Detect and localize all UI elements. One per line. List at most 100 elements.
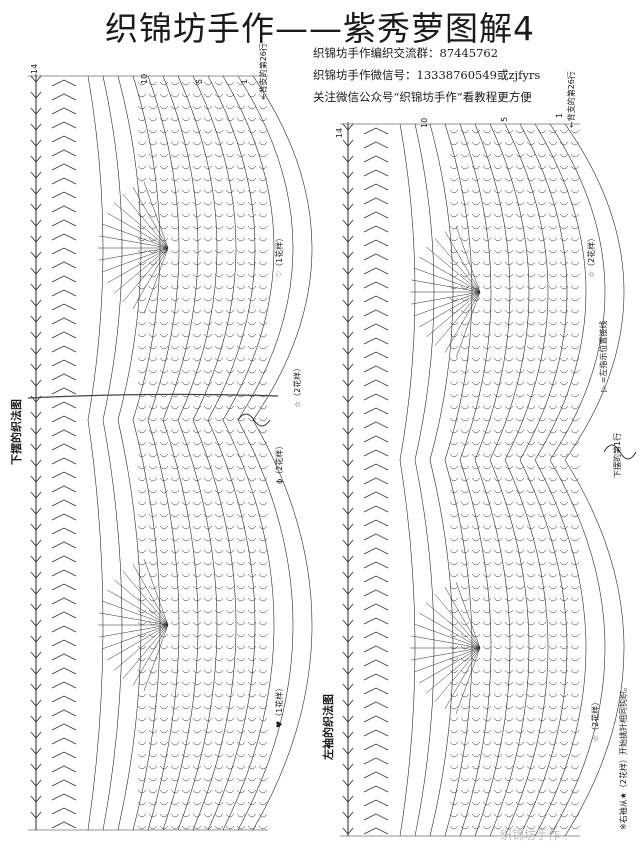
mesh-loop xyxy=(460,729,470,734)
edge-fan-stitch xyxy=(342,154,354,163)
mesh-loop xyxy=(247,129,257,134)
edge-fan-stitch xyxy=(342,250,354,259)
mesh-loop xyxy=(258,213,268,218)
arch-line xyxy=(177,75,218,421)
mesh-loop xyxy=(570,345,580,350)
mesh-loop xyxy=(159,141,169,146)
mesh-loop xyxy=(137,261,147,266)
mesh-loop xyxy=(148,201,158,206)
mesh-loop xyxy=(559,141,569,146)
fan-ray xyxy=(455,582,481,649)
mesh-loop xyxy=(548,765,558,770)
mesh-loop xyxy=(559,189,569,194)
right-col-number-5: 5 xyxy=(500,116,509,122)
mesh-loop xyxy=(526,249,536,254)
mesh-loop xyxy=(137,129,147,134)
fan-stitch xyxy=(51,415,77,423)
mesh-loop xyxy=(137,705,147,710)
mesh-loop xyxy=(236,477,246,482)
mesh-loop xyxy=(504,261,514,266)
mesh-loop xyxy=(214,417,224,422)
mesh-loop xyxy=(460,609,470,614)
mesh-loop xyxy=(482,321,492,326)
mesh-loop xyxy=(515,429,525,434)
fan-stitch xyxy=(363,743,389,751)
mesh-loop xyxy=(258,765,268,770)
mesh-loop xyxy=(449,537,459,542)
mesh-loop xyxy=(137,681,147,686)
mesh-loop xyxy=(526,213,536,218)
mesh-loop xyxy=(247,309,257,314)
mesh-loop xyxy=(570,705,580,710)
mesh-loop xyxy=(247,633,257,638)
mesh-loop xyxy=(258,813,268,818)
mesh-loop xyxy=(471,357,481,362)
mesh-loop xyxy=(170,153,180,158)
mesh-loop xyxy=(493,585,503,590)
mesh-loop xyxy=(504,297,514,302)
fan-stitch xyxy=(363,659,389,667)
mesh-loop xyxy=(203,117,213,122)
mesh-loop xyxy=(493,201,503,206)
fan-stitch xyxy=(51,205,77,213)
mesh-loop xyxy=(570,801,580,806)
mesh-loop xyxy=(192,285,202,290)
mesh-loop xyxy=(493,321,503,326)
mesh-loop xyxy=(504,285,514,290)
mesh-loop xyxy=(526,525,536,530)
mesh-loop xyxy=(170,237,180,242)
mesh-loop xyxy=(493,273,503,278)
mesh-loop xyxy=(482,633,492,638)
mesh-loop xyxy=(559,441,569,446)
mesh-loop xyxy=(236,333,246,338)
page-title: 织锦坊手作——紫秀萝图解4 xyxy=(105,9,535,48)
mesh-loop xyxy=(471,813,481,818)
mesh-loop xyxy=(460,417,470,422)
mesh-loop xyxy=(449,513,459,518)
fan-stitch xyxy=(51,317,77,325)
mesh-loop xyxy=(258,609,268,614)
mesh-loop xyxy=(214,105,224,110)
mesh-loop xyxy=(258,825,268,830)
mesh-loop xyxy=(203,765,213,770)
mesh-loop xyxy=(181,225,191,230)
mesh-loop xyxy=(192,633,202,638)
fan-stitch xyxy=(51,261,77,269)
mesh-loop xyxy=(570,717,580,722)
mesh-loop xyxy=(236,597,246,602)
fan-ray xyxy=(434,594,481,649)
mesh-loop xyxy=(559,573,569,578)
mesh-loop xyxy=(526,393,536,398)
mesh-loop xyxy=(181,213,191,218)
mesh-loop xyxy=(203,801,213,806)
mesh-loop xyxy=(504,561,514,566)
mesh-loop xyxy=(537,165,547,170)
mesh-loop xyxy=(137,645,147,650)
mesh-loop xyxy=(225,621,235,626)
mesh-loop xyxy=(236,93,246,98)
mesh-loop xyxy=(203,405,213,410)
mesh-loop xyxy=(449,693,459,698)
mesh-loop xyxy=(192,309,202,314)
mesh-loop xyxy=(570,141,580,146)
left-col-number-1: 1 xyxy=(240,78,249,84)
mesh-loop xyxy=(504,393,514,398)
mesh-loop xyxy=(137,657,147,662)
mesh-loop xyxy=(537,513,547,518)
mesh-loop xyxy=(449,765,459,770)
arch-line xyxy=(474,459,511,837)
mesh-loop xyxy=(192,333,202,338)
fan-stitch xyxy=(363,505,389,513)
mesh-loop xyxy=(192,429,202,434)
mesh-loop xyxy=(258,345,268,350)
fan-stitch xyxy=(51,541,77,549)
mesh-loop xyxy=(537,777,547,782)
mesh-loop xyxy=(570,465,580,470)
mesh-loop xyxy=(159,273,169,278)
mesh-loop xyxy=(181,297,191,302)
mesh-loop xyxy=(548,465,558,470)
mesh-loop xyxy=(159,549,169,554)
mesh-loop xyxy=(471,501,481,506)
mesh-loop xyxy=(159,477,169,482)
edge-fan-stitch xyxy=(342,426,354,435)
